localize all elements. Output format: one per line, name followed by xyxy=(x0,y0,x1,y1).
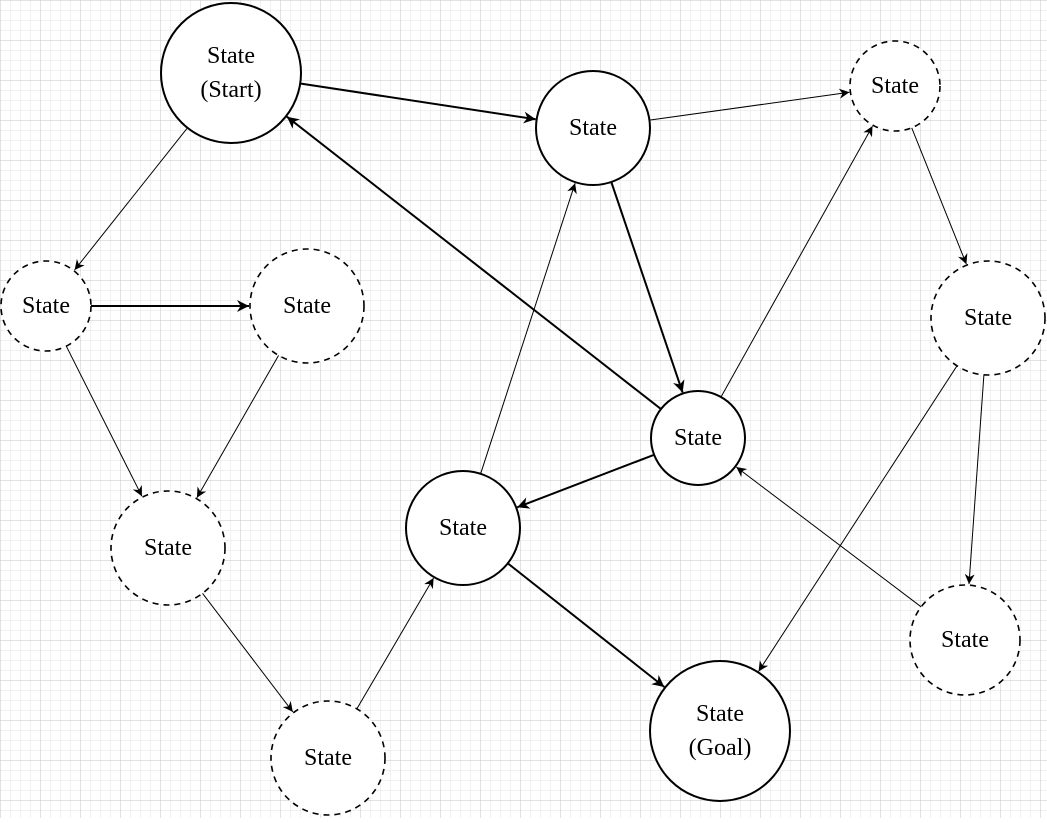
state-label: State xyxy=(674,425,722,451)
edge-n10-to-n9 xyxy=(356,577,435,710)
edge-n2-to-n7 xyxy=(610,181,685,393)
state-circle xyxy=(930,260,1046,376)
state-label: State xyxy=(283,293,331,319)
edge-n7-to-n3 xyxy=(720,125,873,398)
edge-start-to-n2 xyxy=(300,82,536,124)
state-node-n5: State xyxy=(930,260,1046,376)
state-circle xyxy=(0,260,92,352)
state-label: State xyxy=(207,43,255,69)
state-node-n3: State xyxy=(849,40,941,132)
state-label: State xyxy=(871,73,919,99)
state-circle xyxy=(160,2,302,144)
state-label: State xyxy=(569,115,617,141)
edges-layer xyxy=(65,82,985,713)
edge-n7-to-n9 xyxy=(516,453,655,509)
state-circle xyxy=(535,70,651,186)
edge-n5-to-goal xyxy=(758,365,958,672)
state-node-n10: State xyxy=(270,700,386,816)
state-circle xyxy=(270,700,386,816)
state-label: State xyxy=(439,515,487,541)
edge-n9-to-goal xyxy=(507,562,665,688)
state-circle xyxy=(650,390,746,486)
state-circle xyxy=(909,584,1021,696)
state-circle xyxy=(110,490,226,606)
state-label: (Start) xyxy=(200,77,261,103)
state-label: State xyxy=(696,701,744,727)
state-label: State xyxy=(304,745,352,771)
state-node-n8: State xyxy=(110,490,226,606)
state-circle xyxy=(649,660,791,802)
state-circle xyxy=(405,470,521,586)
state-node-n6: State xyxy=(249,248,365,364)
edge-n12-to-n7 xyxy=(735,466,922,608)
state-label: State xyxy=(144,535,192,561)
edge-n5-to-n12 xyxy=(964,374,985,585)
state-node-goal: State (Goal) xyxy=(649,660,791,802)
state-node-n9: State xyxy=(405,470,521,586)
state-node-n12: State xyxy=(909,584,1021,696)
state-label: State xyxy=(22,293,70,319)
edge-start-to-n4 xyxy=(74,127,188,271)
state-node-n2: State xyxy=(535,70,651,186)
edge-n4-to-n8 xyxy=(65,345,143,497)
state-label: (Goal) xyxy=(689,735,752,761)
state-circle xyxy=(249,248,365,364)
state-label: State xyxy=(964,305,1012,331)
edge-n9-to-n2 xyxy=(480,183,577,474)
edge-n6-to-n8 xyxy=(196,355,280,498)
state-node-n4: State xyxy=(0,260,92,352)
edge-n2-to-n3 xyxy=(649,88,850,121)
state-label: State xyxy=(941,627,989,653)
state-node-n7: State xyxy=(650,390,746,486)
edge-n3-to-n5 xyxy=(911,127,968,265)
edge-n8-to-n10 xyxy=(202,592,294,713)
state-node-start: State (Start) xyxy=(160,2,302,144)
edge-n7-to-start xyxy=(286,115,662,410)
state-circle xyxy=(849,40,941,132)
